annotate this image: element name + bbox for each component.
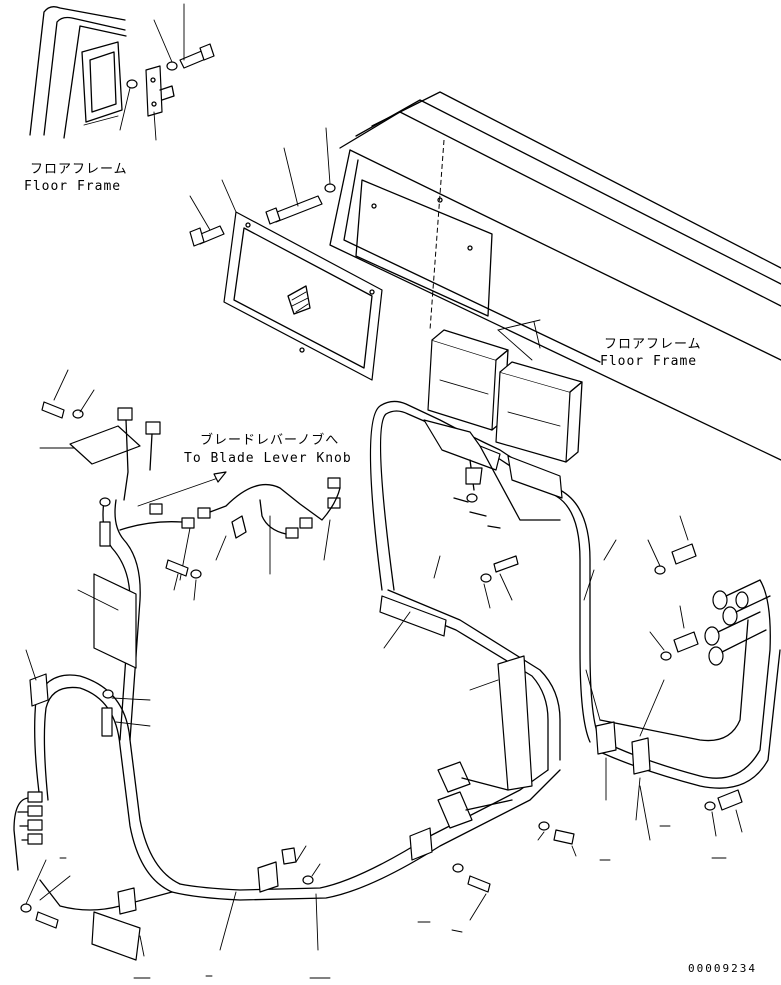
washer-top-left	[120, 80, 156, 140]
bolt-center-right	[466, 468, 518, 608]
clamp-lower-left	[118, 828, 432, 914]
grommet-assembly	[705, 580, 770, 665]
floor-frame-label-jp-right: フロアフレーム	[604, 337, 702, 352]
floor-frame-label-jp-top-left: フロアフレーム	[30, 162, 128, 177]
bolt-bottom-left	[21, 860, 144, 960]
connector-group-top-left	[40, 408, 160, 500]
connector-group-upper-right	[424, 420, 562, 528]
controller-unit-left	[428, 330, 508, 430]
clamp-vertical	[26, 574, 136, 706]
floor-frame-label-en-right: Floor Frame	[600, 354, 698, 369]
connector-group-center	[120, 478, 340, 580]
cover-plate	[224, 212, 382, 380]
drawing-number: 00009234	[688, 962, 757, 975]
connector-group-lower-left	[14, 792, 42, 870]
bolt-cover-short	[190, 180, 236, 246]
floor-frame-label-en-top-left: Floor Frame	[24, 179, 122, 194]
bolt-top-left	[154, 4, 214, 70]
bolt-vertical-left	[100, 498, 150, 736]
bracket-top-left	[146, 66, 174, 116]
blade-lever-label-jp: ブレードレバーノブへ	[200, 433, 340, 448]
leader-lines	[60, 472, 726, 978]
controller-unit-right	[496, 320, 582, 462]
floor-frame-corner-top-left	[30, 7, 126, 138]
connector-group-lower-center	[438, 762, 512, 828]
bolt-lower-center	[282, 822, 576, 920]
blade-lever-label-en: To Blade Lever Knob	[184, 451, 352, 466]
floor-frame-right	[330, 92, 781, 460]
bolt-top-left-harness	[42, 370, 94, 418]
bolt-center-left	[166, 560, 201, 600]
bolt-right-side	[648, 516, 742, 836]
clamp-middle	[380, 596, 532, 790]
bolt-cover-long	[266, 128, 335, 224]
clamp-right-top	[586, 670, 664, 820]
